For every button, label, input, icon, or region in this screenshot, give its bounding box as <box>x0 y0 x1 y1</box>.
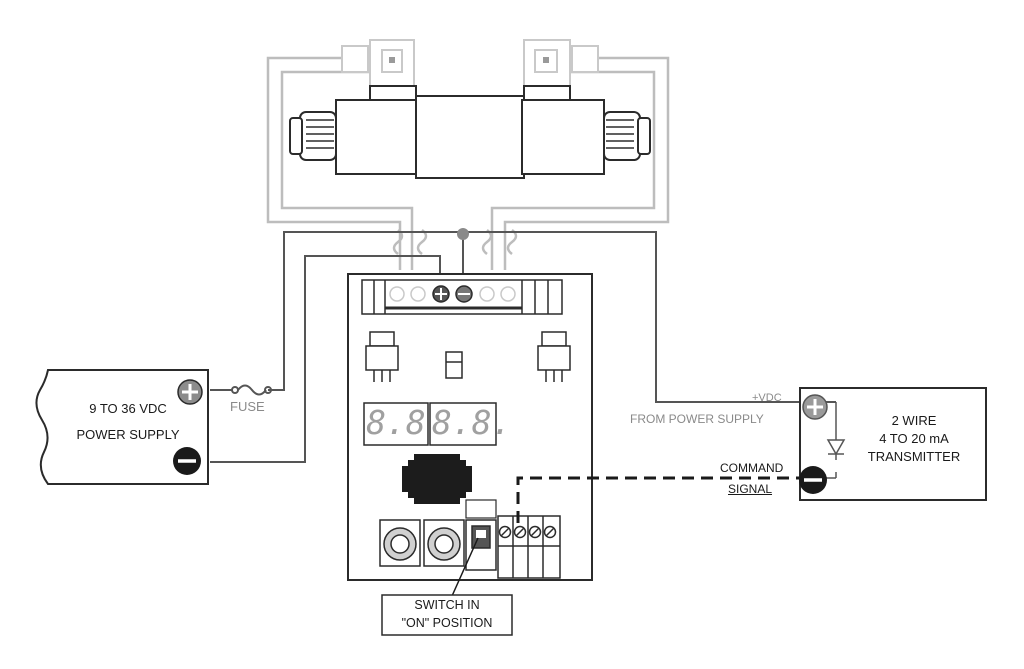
valve-wiring <box>266 56 670 270</box>
display-frame-right <box>429 402 497 446</box>
transmitter-line-1: 2 WIRE <box>891 413 937 428</box>
junction-dot <box>457 228 469 240</box>
command-signal-line <box>516 476 808 528</box>
chip-label-box <box>465 499 497 519</box>
switch-note-line-2: "ON" POSITION <box>401 616 493 630</box>
switch-note-line-1: SWITCH IN <box>414 598 480 612</box>
power-supply <box>35 369 209 485</box>
left-manual-override <box>289 111 337 161</box>
from-power-supply-label: FROM POWER SUPPLY <box>630 412 764 426</box>
power-supply-name: POWER SUPPLY <box>76 427 180 442</box>
transmitter-minus-icon <box>799 466 827 494</box>
left-coil-connector <box>341 39 417 107</box>
right-coil <box>521 99 605 175</box>
command-label: COMMAND <box>720 461 784 475</box>
transmitter-plus-icon <box>802 394 828 420</box>
potentiometer-left <box>379 519 421 567</box>
dip-switch <box>465 519 497 571</box>
switch-note-box <box>381 594 513 636</box>
power-supply-voltage: 9 TO 36 VDC <box>89 401 167 416</box>
signal-terminal-block <box>497 515 561 579</box>
power-wiring <box>210 231 804 463</box>
signal-label: SIGNAL <box>728 482 773 496</box>
right-manual-override <box>603 111 651 161</box>
microcontroller-chip <box>402 454 472 504</box>
right-coil-connector <box>523 39 599 107</box>
transmitter <box>799 387 987 501</box>
fuse-label: FUSE <box>230 399 265 414</box>
fuse-symbol <box>231 384 272 396</box>
solenoid-valve <box>289 39 651 179</box>
display-digits-left: 8.8 <box>366 403 426 442</box>
display-frame-left <box>363 402 429 446</box>
right-component <box>537 331 571 382</box>
display-digits-right: 8.8. <box>432 403 512 442</box>
center-component <box>445 351 463 379</box>
transmitter-line-3: TRANSMITTER <box>867 449 961 464</box>
terminal-strip <box>361 279 563 315</box>
valve-body <box>415 95 525 179</box>
diode-symbol <box>826 439 846 456</box>
controller-board <box>347 273 593 581</box>
minus-terminal-icon <box>173 447 201 475</box>
switch-pointer <box>451 537 479 597</box>
left-coil <box>335 99 419 175</box>
plus-terminal-icon <box>177 379 203 405</box>
left-component <box>365 331 399 382</box>
potentiometer-right <box>423 519 465 567</box>
vdc-label: +VDC <box>752 392 782 404</box>
transmitter-line-2: 4 TO 20 mA <box>879 431 949 446</box>
